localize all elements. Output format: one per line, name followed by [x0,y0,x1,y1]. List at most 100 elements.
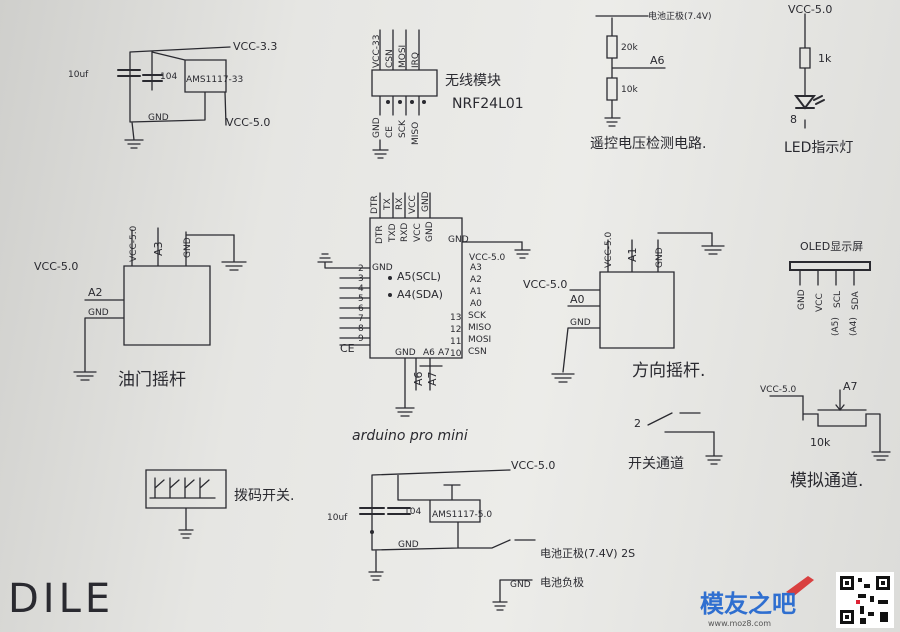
right-num-11: 11 [450,337,461,347]
header-dtr: DTR [370,195,380,214]
right-pin-a2: A2 [470,275,482,285]
arduino-a4-sda: A4(SDA) [397,288,443,301]
r-20k-label: 20k [621,43,638,53]
battery-positive-label: 电池正极(7.4V) [648,10,712,22]
header-tx: TX [383,198,393,211]
left-num-3: 3 [358,274,364,284]
nrf-pin-sck: SCK [398,119,408,138]
right-pin-miso: MISO [468,323,491,333]
power50-cap-104: 104 [404,507,421,517]
left-num-7: 7 [358,314,364,324]
steering-pin-a1: A1 [626,247,639,262]
throttle-joystick-block: VCC-5.0 A3 GND VCC-5.0 A2 GND 油门摇杆 [34,225,247,390]
left-num-8: 8 [358,324,364,334]
a6-node-label: A6 [650,54,665,67]
right-pin-a3: A3 [470,263,482,273]
nrf-pin-gnd: GND [372,117,382,138]
inner-vcc: VCC [413,223,423,242]
inner-dtr: DTR [375,225,385,244]
arduino-bottom-gnd: GND [395,348,416,358]
nrf24l01-block: VCC-33 CSN MOSI IRQ GND CE SCK MISO 无线模块… [371,29,524,159]
analog-vcc-label: VCC-5.0 [760,385,797,395]
power50-gnd2: GND [510,580,531,590]
throttle-vcc-label: VCC-5.0 [34,260,78,273]
arduino-bottom-a6: A6 [423,348,435,358]
power50-cap-10uf: 10uf [327,513,348,523]
watermark-url: www.moz8.com [708,619,771,628]
ams1117-33-label: AMS1117-33 [186,75,243,85]
arduino-pro-mini-block: DTR TX RX VCC GND DTR TXD RXD VCC GND GN… [317,191,531,444]
watermark-logo: 模友之吧 [700,590,796,618]
analog-pin-a7: A7 [843,380,858,393]
analog-r-label: 10k [810,436,831,449]
arduino-title: arduino pro mini [352,428,468,444]
r-10k-label: 10k [621,85,638,95]
arduino-ext-a7: A7 [426,371,439,386]
steering-joystick-block: VCC-5.0 A1 GND VCC-5.0 A0 GND 方向摇杆. [523,231,725,383]
right-pin-a0: A0 [470,299,482,309]
arduino-right-pins: A3 A2 A1 A0 SCK MISO MOSI CSN [468,263,491,357]
nrf-pin-miso: MISO [411,122,421,145]
header-vcc: VCC [408,195,418,214]
battery-detect-block: 电池正极(7.4V) 20k A6 10k 遥控电压检测电路. [590,10,712,152]
steering-a0-label: A0 [570,293,585,306]
dip-title: 拨码开关. [234,488,294,504]
throttle-pin-gnd: GND [183,237,193,258]
power50-vcc: VCC-5.0 [511,459,555,472]
oled-pin-vcc: VCC [815,293,825,312]
arduino-left-gnd: GND [372,263,393,273]
led-title: LED指示灯 [784,140,853,156]
arduino-inner-top: DTR TXD RXD VCC GND [375,221,435,244]
header-rx: RX [395,198,405,210]
oled-title: OLED显示屏 [800,240,863,253]
analog-title: 模拟通道. [790,471,863,491]
steering-title: 方向摇杆. [632,361,705,381]
arduino-header: DTR TX RX VCC GND [370,191,431,214]
oled-pin-gnd: GND [797,289,807,310]
switch-pin-label: 2 [634,417,641,430]
arduino-right-vcc: VCC-5.0 [469,253,506,263]
throttle-gnd-label: GND [88,308,109,318]
right-pin-a1: A1 [470,287,482,297]
led-vcc-label: VCC-5.0 [788,3,832,16]
cap-104-label: 104 [160,72,177,82]
right-num-12: 12 [450,325,461,335]
inner-gnd: GND [425,221,435,242]
throttle-a2-label: A2 [88,286,103,299]
watermark: 模友之吧 www.moz8.com [700,572,894,628]
left-num-2: 2 [358,264,364,274]
right-pin-sck: SCK [468,311,487,321]
nrf-pin-vcc33: VCC-33 [372,35,382,68]
steering-pin-gnd: GND [655,247,665,268]
left-num-6: 6 [358,304,364,314]
dip-switch-block: 拨码开关. [145,469,294,539]
throttle-pin-vcc: VCC-5.0 [129,225,139,262]
throttle-title: 油门摇杆 [118,370,186,390]
arduino-left-ce: CE [340,342,355,355]
left-num-4: 4 [358,284,364,294]
steering-vcc-label: VCC-5.0 [523,278,567,291]
right-num-13: 13 [450,313,461,323]
led-block: VCC-5.0 1k 8 LED指示灯 [784,3,853,156]
switch-channel-block: 2 开关通道 [628,412,723,472]
oled-pin-sda: SDA [851,291,861,310]
led-resistor-label: 1k [818,52,832,65]
nrf-pin-csn: CSN [385,49,395,68]
oled-pin-scl: SCL [833,291,843,308]
power50-chip: AMS1117-5.0 [432,510,492,520]
inner-txd: TXD [388,223,398,243]
nrf-pin-irq: IRQ [411,52,421,68]
left-num-5: 5 [358,294,364,304]
cap-10uf-label: 10uf [68,70,89,80]
analog-channel-block: VCC-5.0 A7 10k 模拟通道. [760,380,891,491]
arduino-left-numbers: 2 3 4 5 6 7 8 9 [358,264,364,344]
nrf-pin-ce: CE [385,126,395,138]
arduino-a5-scl: A5(SCL) [397,270,441,283]
gnd-label: GND [148,113,169,123]
right-num-10: 10 [450,349,462,359]
throttle-pin-a3: A3 [152,241,165,256]
led-pin-label: 8 [790,113,797,126]
signature: DILE [8,576,114,622]
